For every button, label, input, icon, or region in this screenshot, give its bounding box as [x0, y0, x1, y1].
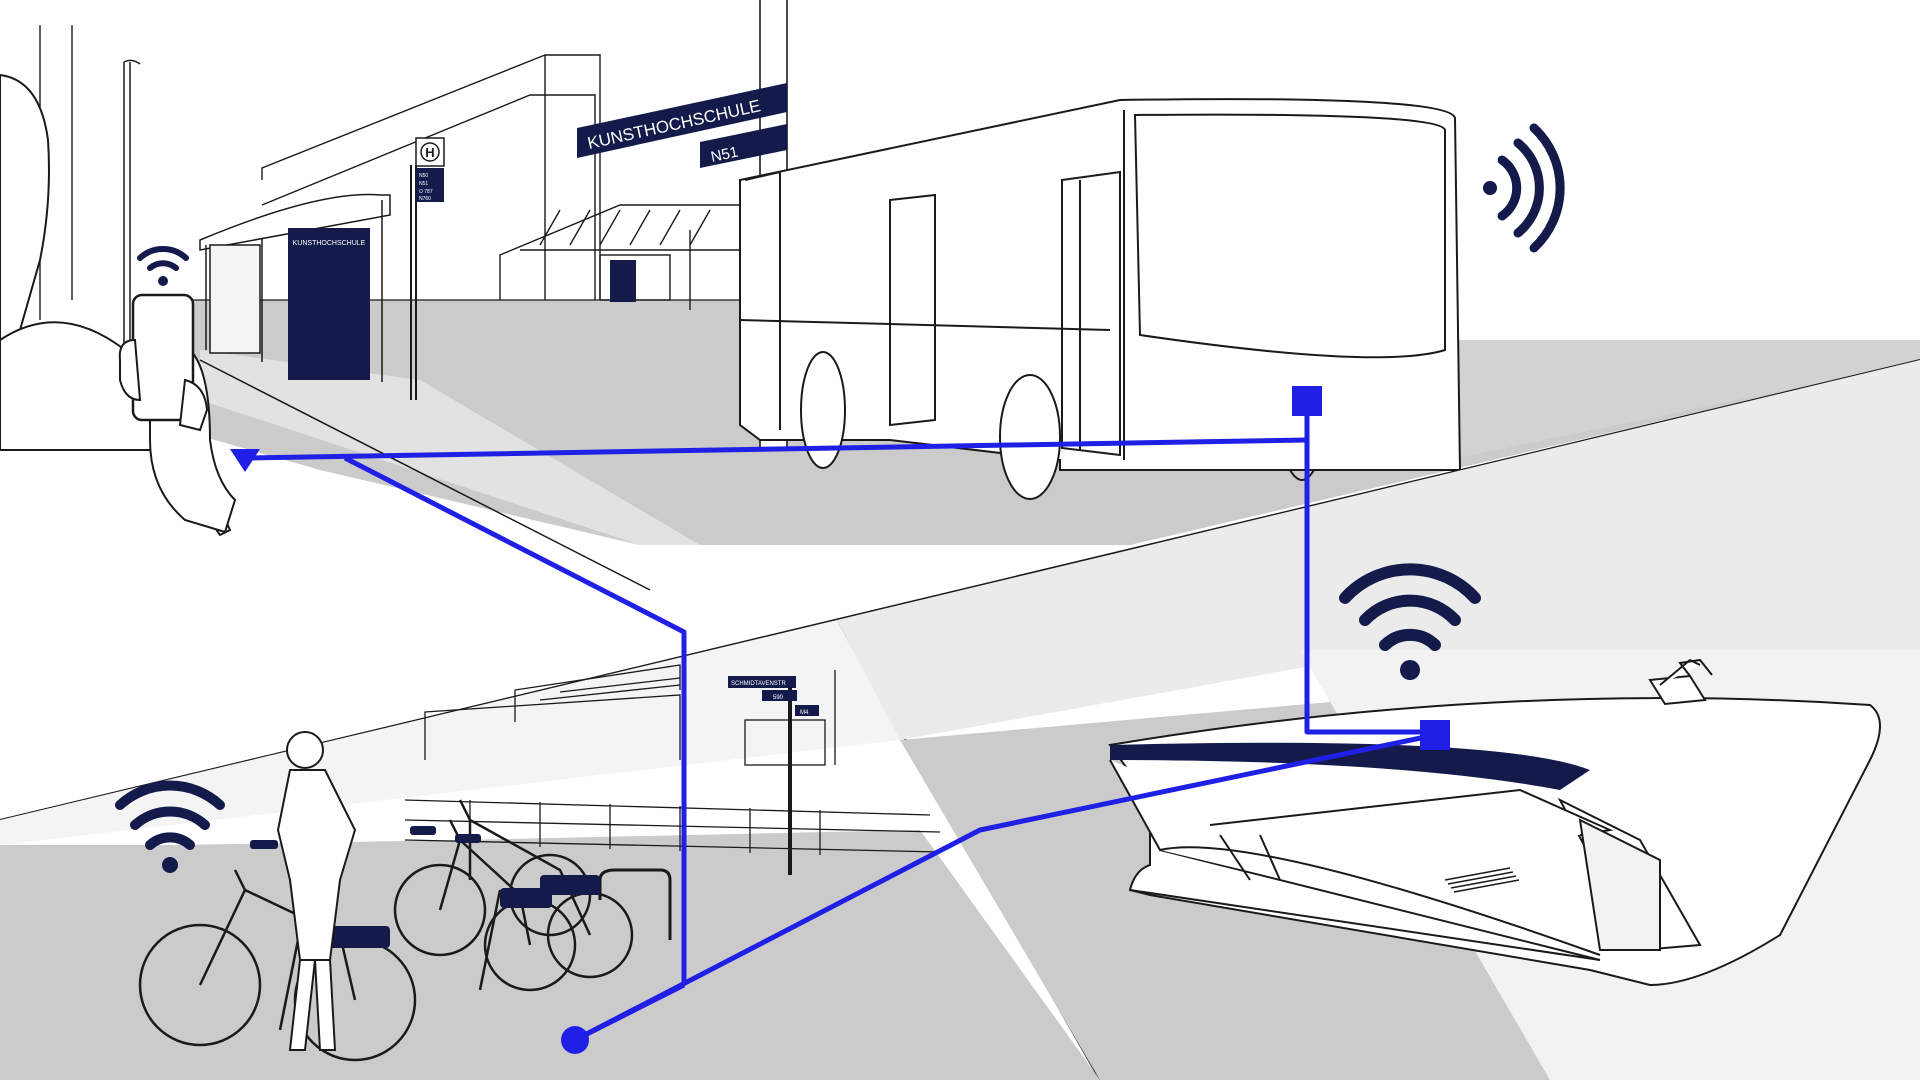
bus-stop-panel: KUNSTHOCHSCHULE H N50 N51 O 787 N760 KUN…	[0, 0, 1920, 591]
route-sign-text: N51	[709, 144, 739, 166]
stop-route-4: N760	[419, 196, 431, 202]
bike-ground	[0, 830, 1100, 1080]
wifi-icon	[137, 246, 189, 286]
connection-nodes	[230, 386, 1450, 1054]
stop-route-3: O 787	[419, 189, 433, 195]
wifi-icon	[1339, 563, 1481, 680]
far-road-ground	[1320, 340, 1920, 470]
wifi-icon	[115, 780, 225, 873]
connection-network	[247, 400, 1436, 1043]
bike-back-ground	[0, 620, 900, 845]
stop-route-2: N51	[419, 181, 428, 187]
bike-sharing-panel: SCHMIDTAVENSTR 590 M4	[0, 620, 1100, 1080]
bus-stop-sign: H N50 N51 O 787 N760	[410, 137, 445, 400]
shuttle-panel	[837, 360, 1920, 1080]
shelter-panel-label: KUNSTHOCHSCHULE	[293, 240, 366, 247]
bike-street-sign-text: SCHMIDTAVENSTR	[731, 681, 786, 687]
bike-route-a-text: 590	[773, 695, 784, 701]
phone-arrow-icon	[230, 449, 260, 472]
bus-shelter	[199, 193, 391, 382]
link-bike-junction	[573, 982, 686, 1043]
bike-node	[561, 1026, 589, 1054]
autonomous-shuttle	[1108, 697, 1881, 987]
bike-baskets	[250, 826, 600, 948]
shuttle-grille	[1444, 867, 1520, 893]
smartphone	[118, 293, 209, 432]
shuttle-roof-light-bar	[1110, 742, 1590, 790]
stop-sign-letter: H	[425, 145, 434, 160]
bike-rack	[598, 868, 672, 940]
bike-background-buildings	[404, 664, 941, 855]
shelter-ad-panel	[288, 228, 370, 380]
link-bikes-to-shuttle	[573, 732, 1436, 1043]
sidewalk	[200, 350, 700, 545]
shuttle-roof-sensor	[1648, 658, 1713, 706]
far-bus-shelter-panel	[610, 260, 636, 302]
shuttle-node	[1420, 720, 1450, 750]
bike-street-sign: SCHMIDTAVENSTR 590 M4	[728, 676, 819, 875]
bike-route-b-text: M4	[800, 710, 809, 716]
wifi-broadcast-icon	[1483, 123, 1565, 253]
bikes	[138, 799, 634, 1062]
link-bus-to-shuttle	[1304, 400, 1435, 735]
woman-with-bike	[276, 731, 357, 1051]
bus	[739, 98, 1462, 500]
shuttle-back-ground	[837, 360, 1920, 740]
stop-route-1: N50	[419, 173, 428, 179]
street-name-sign: KUNSTHOCHSCHULE N51	[577, 83, 787, 168]
link-phone-to-bikes	[343, 455, 687, 985]
background-buildings	[39, 25, 741, 320]
link-bus-to-phone	[247, 437, 1308, 461]
street-lamp	[123, 59, 141, 385]
bus-node	[1292, 386, 1322, 416]
